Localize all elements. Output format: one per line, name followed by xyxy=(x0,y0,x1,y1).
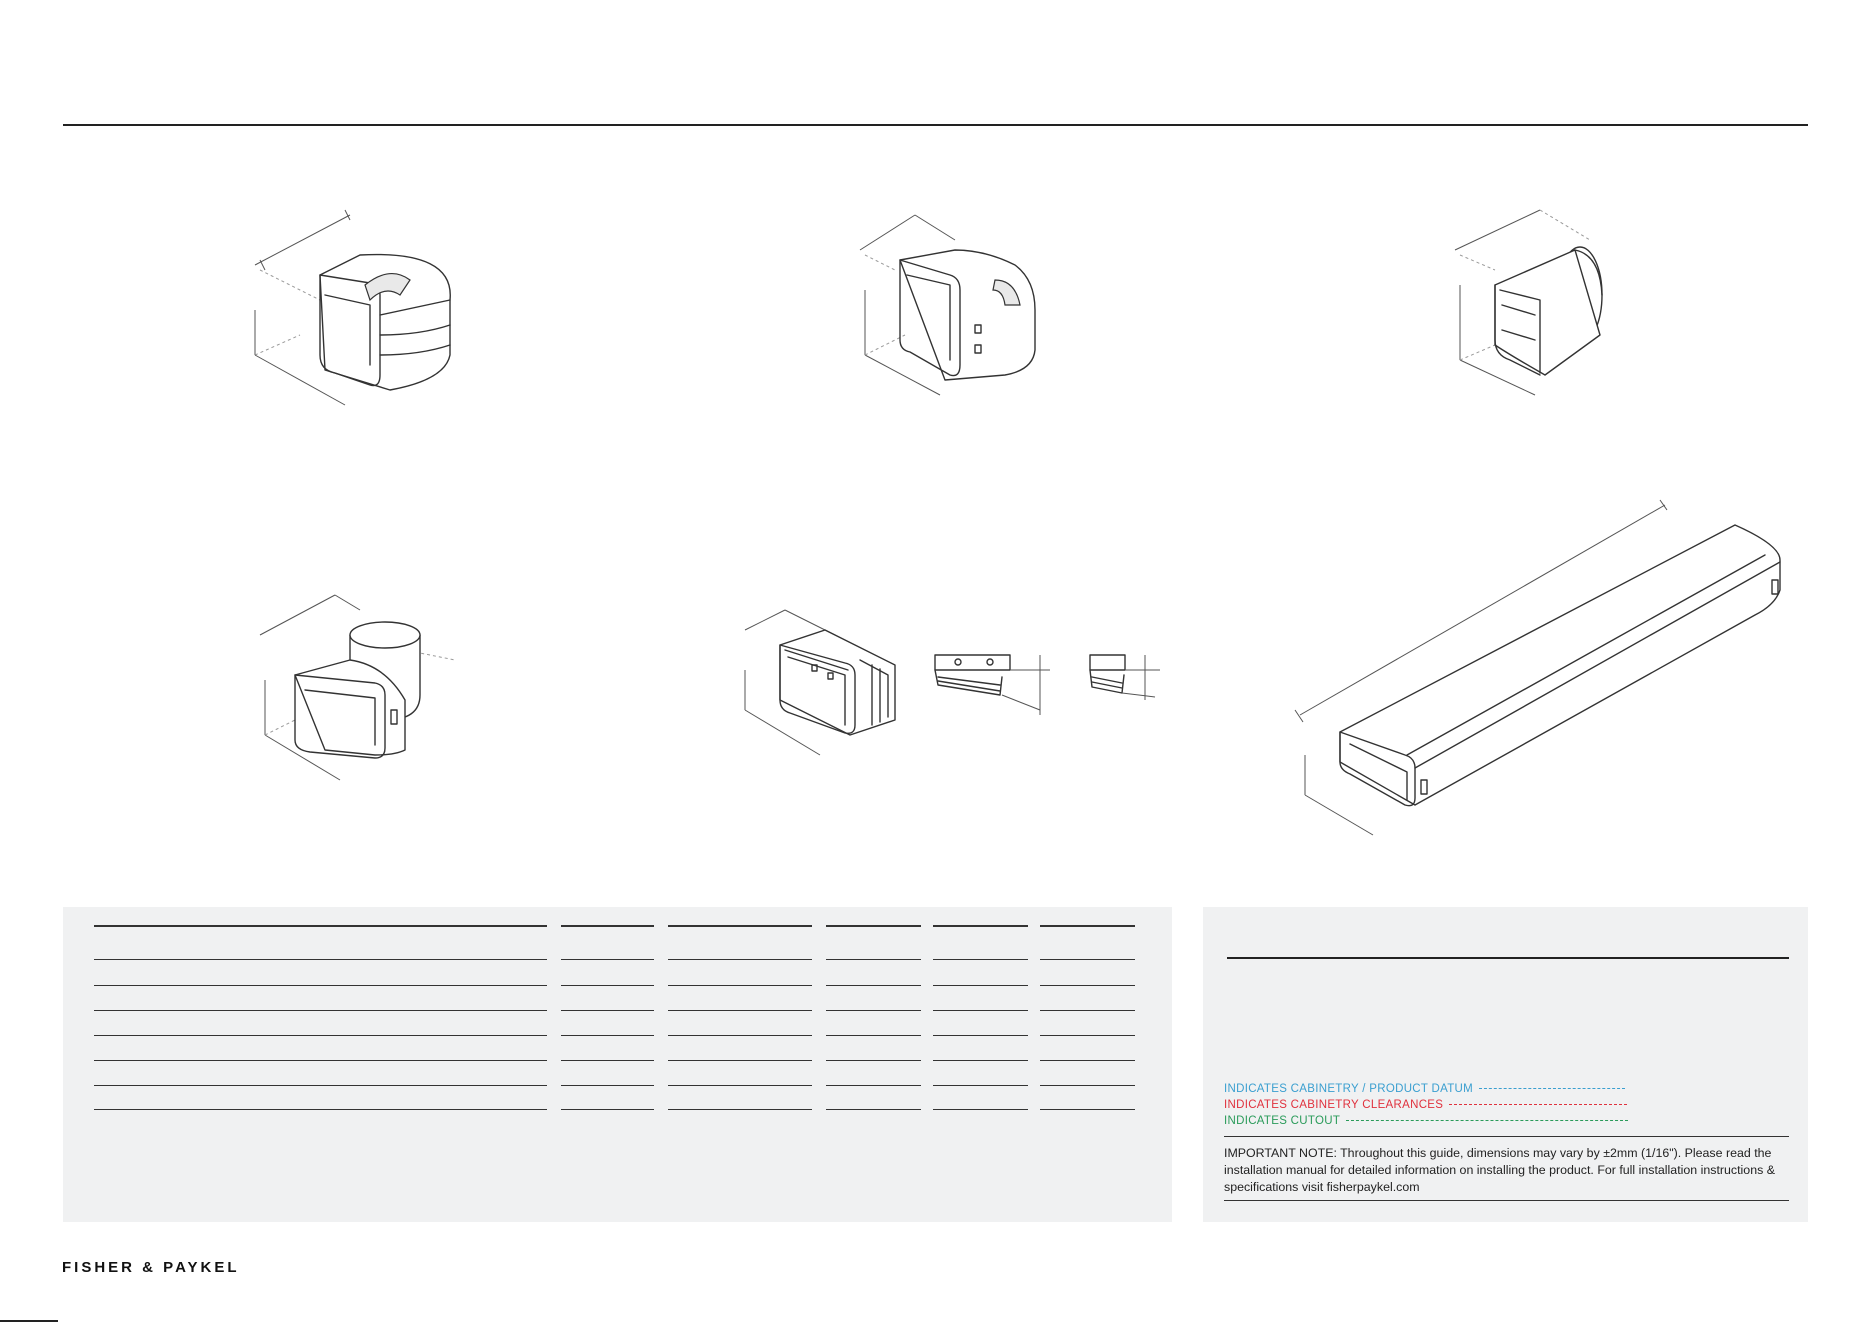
duct-connector-icon xyxy=(855,210,1055,410)
legend-panel: INDICATES CABINETRY / PRODUCT DATUM INDI… xyxy=(1203,907,1808,1222)
important-note: IMPORTANT NOTE: Throughout this guide, d… xyxy=(1224,1146,1775,1194)
table-row xyxy=(94,1035,1135,1036)
duct-bend-icon xyxy=(250,205,470,415)
clearance-line-icon xyxy=(1449,1104,1628,1106)
table-row xyxy=(94,1060,1135,1061)
duct-straight-icon xyxy=(1294,499,1795,850)
legend-title-rule xyxy=(1227,957,1789,959)
datum-line-icon xyxy=(1479,1088,1626,1090)
legend-cutout-label: INDICATES CUTOUT xyxy=(1224,1115,1341,1127)
top-rule xyxy=(63,124,1808,126)
legend-datum: INDICATES CABINETRY / PRODUCT DATUM xyxy=(1224,1083,1626,1095)
table-header-row xyxy=(94,925,1135,927)
table-row xyxy=(94,1085,1135,1086)
legend-clearances-label: INDICATES CABINETRY CLEARANCES xyxy=(1224,1099,1444,1111)
duct-round-bend-icon xyxy=(255,590,475,790)
table-row xyxy=(94,1109,1135,1110)
spec-table-panel xyxy=(63,907,1172,1222)
table-row xyxy=(94,985,1135,986)
cutout-line-icon xyxy=(1346,1120,1629,1122)
legend-cutout: INDICATES CUTOUT xyxy=(1224,1115,1629,1127)
table-row xyxy=(94,1010,1135,1011)
note-bottom-rule xyxy=(1224,1200,1789,1201)
note-top-rule xyxy=(1224,1136,1789,1137)
legend-datum-label: INDICATES CABINETRY / PRODUCT DATUM xyxy=(1224,1083,1474,1095)
footer-rule xyxy=(0,1320,58,1322)
duct-adapter-icon xyxy=(1450,205,1650,405)
duct-flex-icon xyxy=(740,605,1160,765)
legend-clearances: INDICATES CABINETRY CLEARANCES xyxy=(1224,1099,1628,1111)
table-row xyxy=(94,959,1135,960)
brand-logo: FISHER & PAYKEL xyxy=(62,1259,240,1276)
